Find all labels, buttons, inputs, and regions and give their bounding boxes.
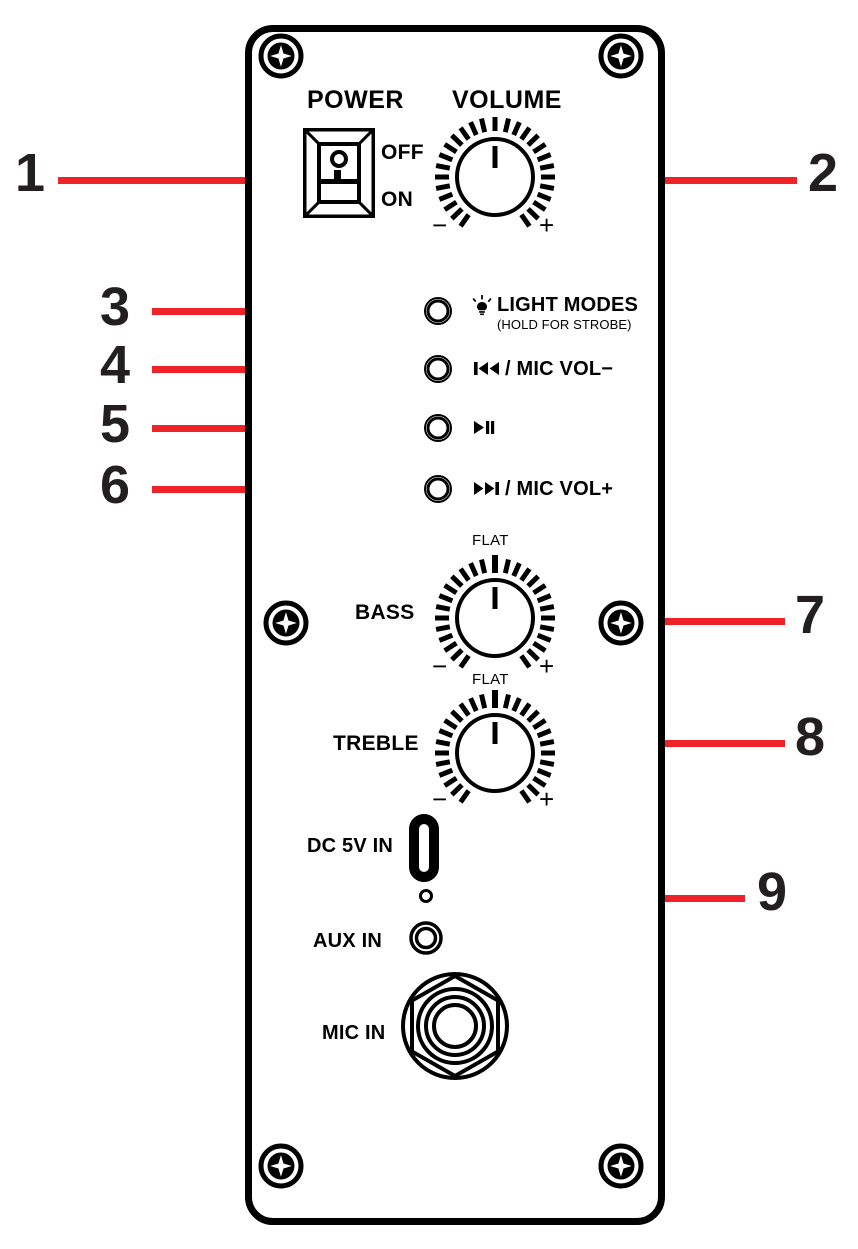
treble-knob[interactable] <box>430 688 560 818</box>
usb-c-port[interactable] <box>409 814 439 882</box>
callout-number-8: 8 <box>795 707 825 767</box>
volume-plus-label: + <box>539 210 555 240</box>
treble-flat-label: FLAT <box>472 671 509 688</box>
next-track-icon <box>474 480 500 497</box>
previous-track-label: / MIC VOL− <box>505 358 614 380</box>
callout-number-5: 5 <box>100 394 130 454</box>
screw-top-left <box>258 33 304 79</box>
aux-in-label: AUX IN <box>313 930 382 952</box>
bass-minus-label: − <box>432 651 448 681</box>
screw-bottom-right <box>598 1143 644 1189</box>
power-label: POWER <box>307 86 404 114</box>
mic-jack[interactable] <box>396 971 514 1081</box>
volume-minus-label: − <box>432 210 448 240</box>
callout-number-7: 7 <box>795 585 825 645</box>
bass-flat-label: FLAT <box>472 532 509 549</box>
light-modes-sublabel: (HOLD FOR STROBE) <box>497 317 632 332</box>
bass-plus-label: + <box>539 651 555 681</box>
screw-middle-left <box>263 600 309 646</box>
led-indicator <box>418 888 434 904</box>
screw-bottom-left <box>258 1143 304 1189</box>
next-track-label: / MIC VOL+ <box>505 478 614 500</box>
previous-track-button[interactable] <box>423 354 453 384</box>
aux-jack[interactable] <box>408 920 444 956</box>
power-off-label: OFF <box>381 141 424 164</box>
screw-middle-right <box>598 600 644 646</box>
callout-number-4: 4 <box>100 335 130 395</box>
power-switch[interactable] <box>303 128 375 218</box>
volume-label: VOLUME <box>452 86 562 114</box>
screw-top-right <box>598 33 644 79</box>
treble-plus-label: + <box>539 784 555 814</box>
lightbulb-icon <box>472 295 492 317</box>
mic-in-label: MIC IN <box>322 1022 386 1044</box>
callout-number-9: 9 <box>757 862 787 922</box>
callout-number-1: 1 <box>15 143 45 203</box>
play-pause-button[interactable] <box>423 413 453 443</box>
treble-label: TREBLE <box>333 732 419 755</box>
play-pause-icon <box>474 419 496 436</box>
treble-minus-label: − <box>432 784 448 814</box>
volume-knob[interactable] <box>430 112 560 242</box>
callout-number-3: 3 <box>100 277 130 337</box>
light-modes-button[interactable] <box>423 296 453 326</box>
next-track-button[interactable] <box>423 474 453 504</box>
callout-number-2: 2 <box>808 143 838 203</box>
callout-line-1 <box>58 177 343 184</box>
light-modes-label: LIGHT MODES <box>497 294 639 316</box>
previous-track-icon <box>474 360 500 377</box>
callout-number-6: 6 <box>100 455 130 515</box>
bass-knob[interactable] <box>430 553 560 683</box>
dc-in-label: DC 5V IN <box>307 835 394 857</box>
power-on-label: ON <box>381 188 414 211</box>
bass-label: BASS <box>355 601 415 624</box>
